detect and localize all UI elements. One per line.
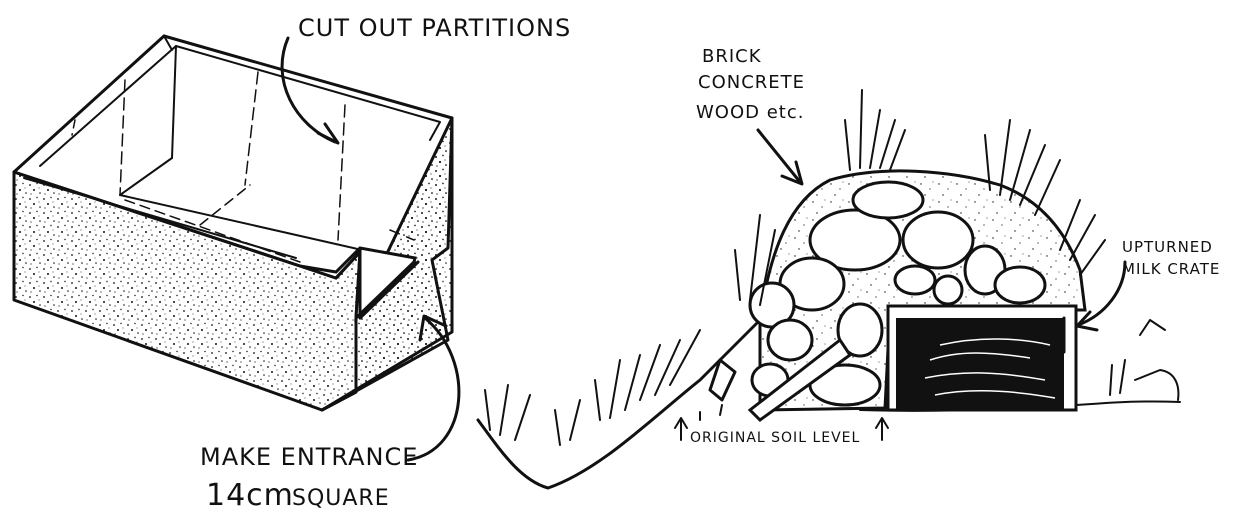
mound-illustration [476, 89, 1181, 490]
label-entrance-size: 14cm [206, 478, 294, 513]
cover-rocks [748, 180, 1047, 407]
label-upturned: UPTURNED [1122, 238, 1213, 256]
labels: CUT OUT PARTITIONS MAKE ENTRANCE 14cm SQ… [200, 14, 1220, 513]
label-concrete: CONCRETE [698, 72, 805, 93]
wooden-plank [747, 337, 853, 422]
storage-box-illustration [12, 34, 454, 412]
label-wood: WOOD etc. [696, 102, 804, 123]
box-front-face [12, 170, 362, 412]
crate-arrow [1075, 260, 1127, 332]
label-entrance-unit: SQUARE [292, 486, 390, 511]
entrance-arrow [406, 314, 461, 462]
partition-arrow [280, 36, 340, 145]
grass [484, 89, 1180, 446]
label-cut-out-partitions: CUT OUT PARTITIONS [298, 14, 571, 42]
soil-level-markers [674, 417, 889, 441]
label-milk-crate: MILK CRATE [1122, 260, 1220, 278]
label-original-soil-level: ORIGINAL SOIL LEVEL [690, 430, 860, 446]
label-brick: BRICK [702, 46, 762, 67]
materials-arrow [756, 128, 804, 186]
label-make-entrance: MAKE ENTRANCE [200, 443, 418, 471]
milk-crate [886, 304, 1078, 412]
